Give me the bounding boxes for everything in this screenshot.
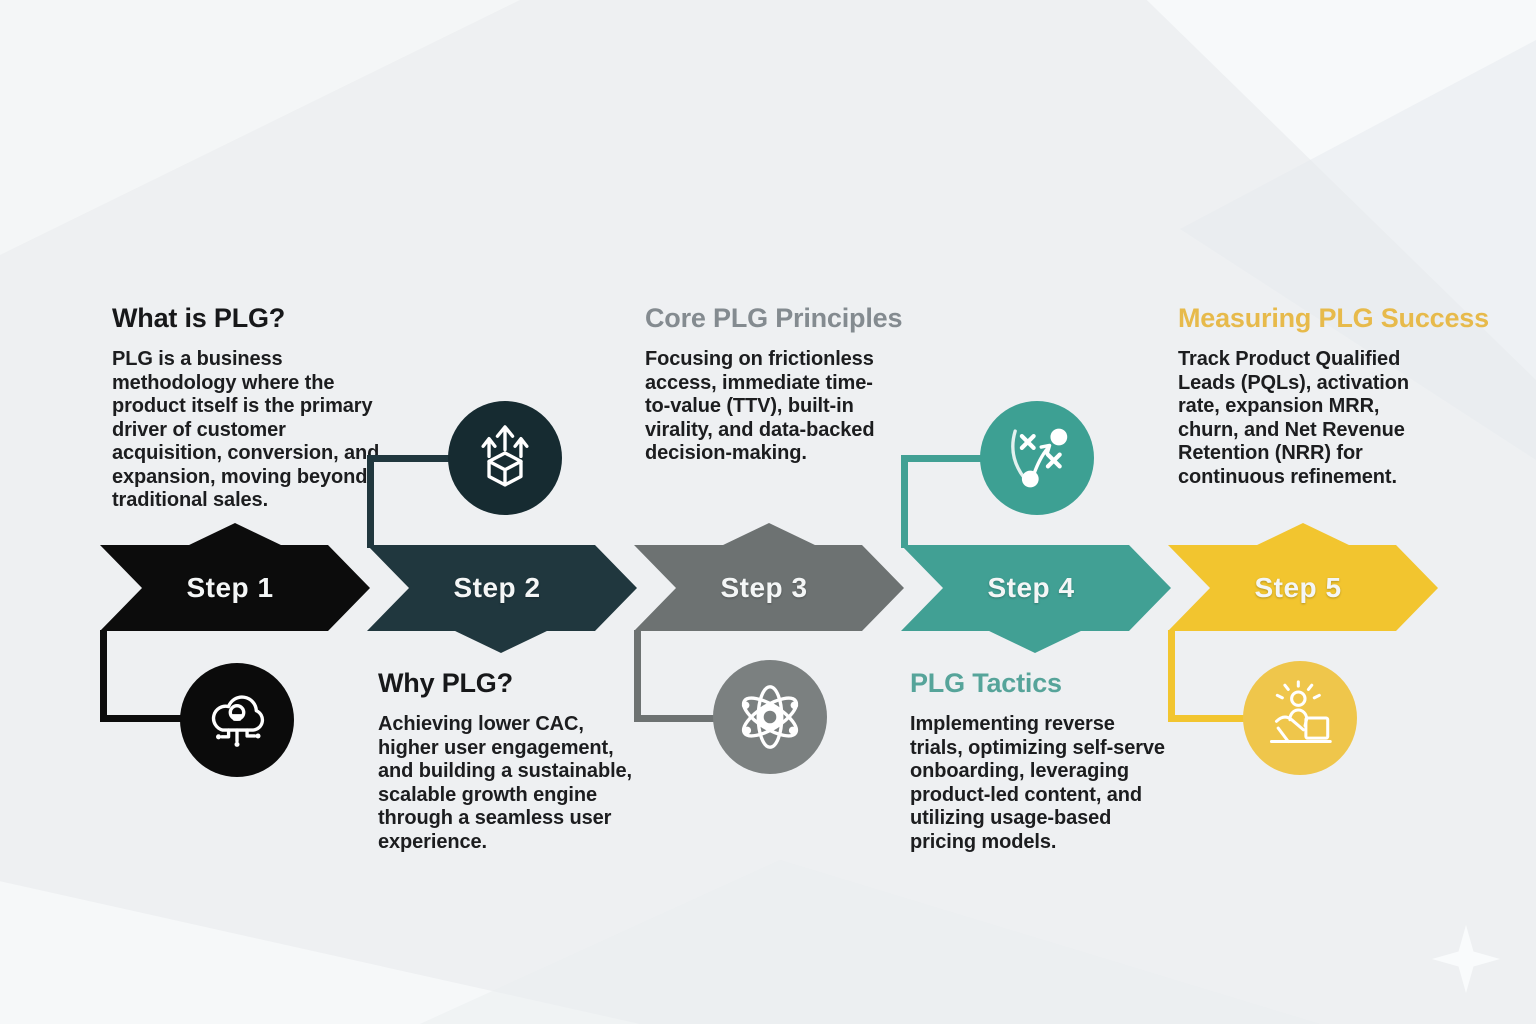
cloud-ai-circuit-icon [180,663,294,777]
connector-step4 [901,455,908,548]
atom-icon [713,660,827,774]
step-label: Step 1 [186,572,274,603]
connector-step1 [100,630,107,722]
section-body: Achieving lower CAC, higher user engagem… [378,713,632,853]
connector-step3 [634,630,641,722]
step-4-banner: Step 4 [901,545,1171,631]
connector-step2 [367,455,455,462]
section-title: PLG Tactics [910,668,1062,698]
section-body: PLG is a business methodology where the … [112,348,380,511]
step-label: Step 3 [720,572,808,603]
chevron-bump [187,523,283,546]
growth-cube-arrows-icon [448,401,562,515]
connector-step5 [1168,715,1250,722]
chevron-bump [453,630,549,653]
chevron-bump [721,523,817,546]
sparkle-decoration [1432,925,1500,993]
connector-step3 [634,715,720,722]
connector-step2 [367,455,374,548]
section-body: Track Product Qualified Leads (PQLs), ac… [1178,348,1409,488]
step-5-banner: Step 5 [1168,545,1438,631]
person-laptop-idea-icon [1243,661,1357,775]
step-label: Step 2 [453,572,541,603]
connector-step5 [1168,630,1175,722]
background-facet [420,860,1320,1024]
step-3-banner: Step 3 [634,545,904,631]
step-1-banner: Step 1 [100,545,370,631]
connector-step1 [100,715,188,722]
step-label: Step 5 [1254,572,1342,603]
connector-step4 [901,455,987,462]
chevron-bump [987,630,1083,653]
section-core-plg-principles: Core PLG Principles Focusing on friction… [645,303,903,466]
section-plg-tactics: PLG Tactics Implementing reverse trials,… [910,668,1172,854]
section-title: Measuring PLG Success [1178,303,1489,333]
step-2-banner: Step 2 [367,545,637,631]
section-why-plg: Why PLG? Achieving lower CAC, higher use… [378,668,644,854]
section-body: Implementing reverse trials, optimizing … [910,713,1165,853]
section-title: What is PLG? [112,303,286,333]
background-facet [0,0,520,255]
section-title: Core PLG Principles [645,303,903,333]
chevron-bump [1255,523,1351,546]
step-label: Step 4 [987,572,1075,603]
section-measuring-plg-success: Measuring PLG Success Track Product Qual… [1178,303,1489,489]
section-what-is-plg: What is PLG? PLG is a business methodolo… [112,303,384,513]
section-body: Focusing on frictionless access, immedia… [645,348,875,464]
strategy-playbook-icon [980,401,1094,515]
section-title: Why PLG? [378,668,513,698]
